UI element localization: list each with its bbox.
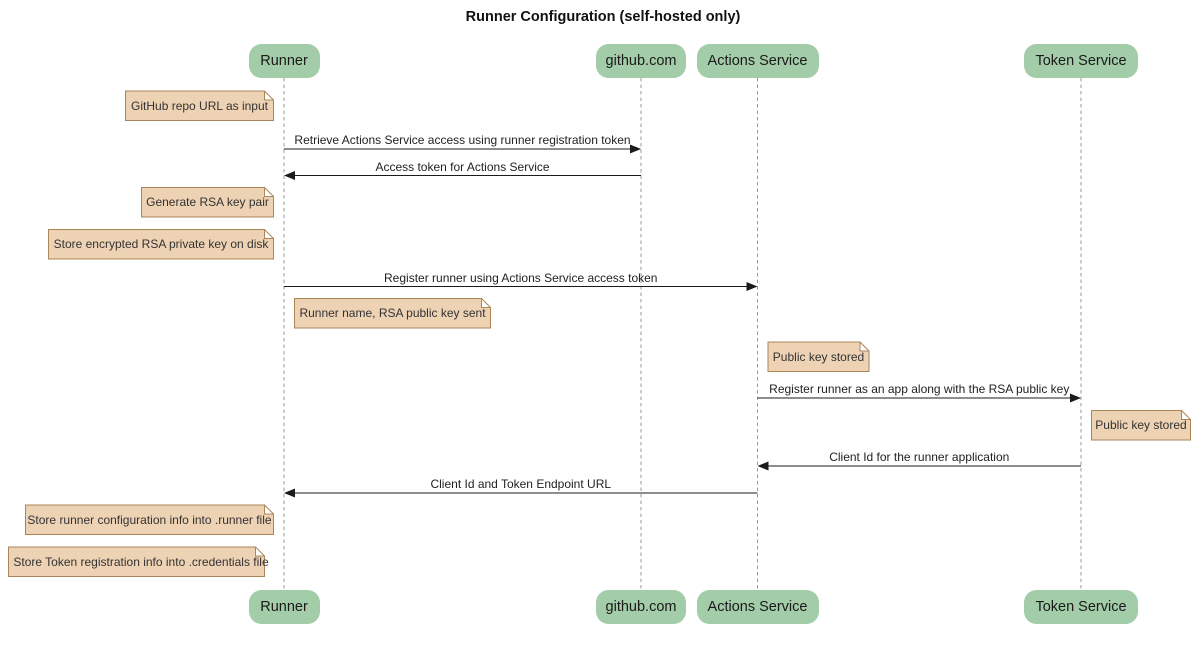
note-store-token-registration: Store Token registration info into .cred… xyxy=(13,554,269,569)
note-generate-rsa-key-pair: Generate RSA key pair xyxy=(146,195,269,210)
actor-top-runner: Runner xyxy=(248,43,320,78)
actor-bottom-runner: Runner xyxy=(248,589,320,624)
note-shapes xyxy=(8,90,1191,577)
message-label-5: Client Id for the runner application xyxy=(829,450,1010,464)
arrowhead-4 xyxy=(1070,393,1081,403)
actor-label: Runner xyxy=(260,52,308,69)
arrowhead-3 xyxy=(746,282,758,291)
note-store-encrypted-key: Store encrypted RSA private key on disk xyxy=(53,237,269,252)
note-public-key-stored-token: Public key stored xyxy=(1095,418,1187,433)
actor-label: github.com xyxy=(605,52,677,69)
message-label-6: Client Id and Token Endpoint URL xyxy=(430,477,612,491)
note-public-key-stored-actions: Public key stored xyxy=(772,349,865,364)
diagram-title: Runner Configuration (self-hosted only) xyxy=(465,9,741,25)
actor-label: Actions Service xyxy=(707,52,808,69)
actor-top-github: github.com xyxy=(596,43,686,78)
message-label-2: Access token for Actions Service xyxy=(375,159,550,174)
arrowhead-6 xyxy=(284,488,295,498)
actor-label: Token Service xyxy=(1035,52,1127,69)
message-label-3: Register runner using Actions Service ac… xyxy=(384,270,658,285)
actor-label: Runner xyxy=(260,598,308,615)
arrowhead-2 xyxy=(284,171,295,180)
actor-bottom-actions-service: Actions Service xyxy=(696,589,819,624)
arrowhead-1 xyxy=(630,144,641,154)
actor-label: Token Service xyxy=(1035,598,1127,615)
arrowhead-5 xyxy=(757,461,769,471)
actor-bottom-github: github.com xyxy=(596,589,686,624)
note-store-runner-config: Store runner configuration info into .ru… xyxy=(27,512,272,527)
actor-label: github.com xyxy=(605,598,677,615)
note-runner-name-sent: Runner name, RSA public key sent xyxy=(299,306,486,321)
note-github-repo-url: GitHub repo URL as input xyxy=(131,98,268,113)
message-label-4: Register runner as an app along with the… xyxy=(769,382,1070,396)
actor-bottom-token-service: Token Service xyxy=(1023,589,1139,624)
actor-label: Actions Service xyxy=(707,598,808,615)
message-label-1: Retrieve Actions Service access using ru… xyxy=(294,133,631,147)
actor-top-token-service: Token Service xyxy=(1023,43,1139,78)
actor-top-actions-service: Actions Service xyxy=(696,43,819,78)
